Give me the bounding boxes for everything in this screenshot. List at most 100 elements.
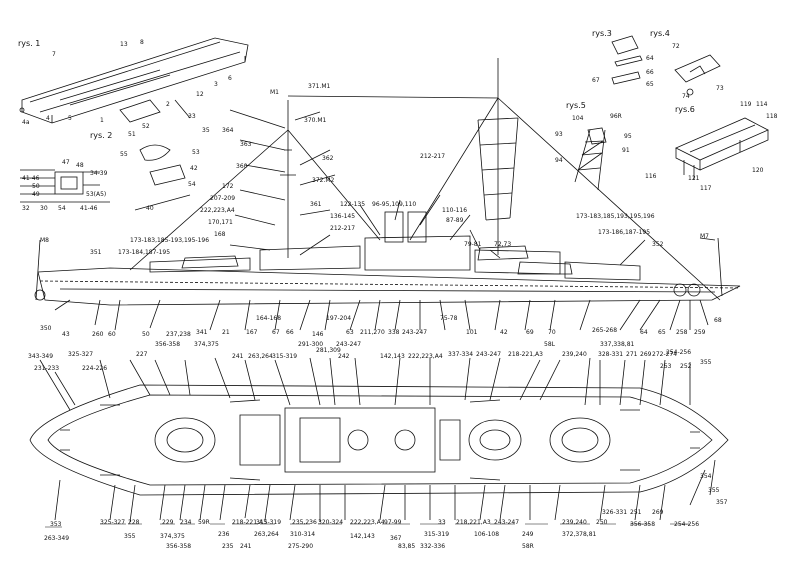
side-view-labels-l222a: 222,223,A4 [200, 207, 235, 214]
captions-rys5: rys.5 [566, 101, 586, 110]
plan-view-labels-bb320: 320-324 [318, 519, 343, 526]
detail-labels-d116: 116 [645, 173, 657, 180]
plan-view-labels-bb353: 353 [50, 521, 62, 528]
side-view-labels-b43: 43 [62, 331, 70, 338]
plan-view-labels-t271: 271 [626, 351, 638, 358]
detail-labels-d42: 42 [190, 165, 198, 172]
detail-labels-d55: 55 [120, 151, 128, 158]
plan-view-labels-t58l: 58L [544, 341, 556, 348]
captions-rys6: rys.6 [675, 105, 695, 114]
plan-view-labels-bb249: 249 [522, 531, 534, 538]
side-view-labels-l212b: 212-217 [330, 225, 355, 232]
plan-view-labels-t254: 254-256 [666, 349, 691, 356]
side-view-labels-l122: 122-135 [340, 201, 365, 208]
side-view-labels-b50: 50 [142, 331, 150, 338]
plan-view-labels-t337: 337-334 [448, 351, 473, 358]
rys5-tower-detail [574, 127, 607, 191]
side-view-labels-l364: 364 [222, 127, 234, 134]
plan-view-labels-t265: 265-268 [592, 327, 617, 334]
detail-labels-d121: 121 [688, 175, 700, 182]
plan-view-labels-bb263: 263-349 [44, 535, 69, 542]
plan-view-labels-t239: 239,240 [562, 351, 587, 358]
plan-view-labels-bb355b: 355 [708, 487, 720, 494]
side-view-labels-l110: 110-116 [442, 207, 467, 214]
plan-view-labels-bb218b: 218,221,A3 [456, 519, 491, 526]
side-view-labels-b75: 75-78 [440, 315, 458, 322]
plan-view-labels-t142: 142,143 [380, 353, 405, 360]
detail-labels-d51: 51 [128, 131, 136, 138]
detail-labels-d52: 52 [142, 123, 150, 130]
side-view-labels-l172: 172 [222, 183, 234, 190]
detail-labels-d4: 4 [46, 115, 50, 122]
side-view-labels-l370: 370.M1 [304, 117, 327, 124]
side-view-labels-b101: 101 [466, 329, 478, 336]
rys4-detail [674, 54, 721, 96]
plan-view-labels-t243b: 243-247 [476, 351, 501, 358]
detail-labels-d50: 50 [32, 183, 40, 190]
plan-view-labels-t243: 243-247 [336, 341, 361, 348]
plan-view-labels-t356: 356-358 [155, 341, 180, 348]
captions-rys2: rys. 2 [90, 131, 112, 140]
plan-view-labels-bb235: 235 [222, 543, 234, 550]
plan-view-labels-t343: 343-349 [28, 353, 53, 360]
detail-labels-d4146: 41-46 [22, 175, 40, 182]
detail-labels-d3: 3 [214, 81, 218, 88]
label-underlines [45, 523, 690, 528]
plan-view-labels-t269: 269 [640, 351, 652, 358]
side-view-labels-l72: 72,73 [494, 241, 511, 248]
side-view-labels-b67: 67 [272, 329, 280, 336]
detail-labels-d65: 65 [646, 81, 654, 88]
side-view-labels-m7: M7 [700, 233, 709, 240]
detail-labels-d35: 35 [202, 127, 210, 134]
plan-view-labels-t281: 281,309 [316, 347, 341, 354]
plan-view-labels-t242: 242 [338, 353, 350, 360]
plan-view-labels-t355: 355 [700, 359, 712, 366]
captions-rys4: rys.4 [650, 29, 670, 38]
plan-view-labels-t325: 325-327 [68, 351, 93, 358]
side-view-labels-l173d: 173-186,187-195 [598, 229, 650, 236]
side-view-labels-l96: 96-95,109,110 [372, 201, 416, 208]
detail-labels-d114: 114 [756, 101, 768, 108]
side-view-labels-l372: 372.M2 [312, 177, 335, 184]
detail-labels-d13: 13 [120, 41, 128, 48]
plan-view-labels-bb356b: 356-358 [630, 521, 655, 528]
plan-view-labels-bb250: 250 [596, 519, 608, 526]
captions-rys1: rys. 1 [18, 39, 40, 48]
plan-view-labels-t241: 241 [232, 353, 244, 360]
plan-view-labels-bb269: 269 [652, 509, 664, 516]
detail-labels-d96r: 96R [610, 113, 622, 120]
captions-rys3: rys.3 [592, 29, 612, 38]
detail-labels-d119: 119 [740, 101, 752, 108]
side-view-labels-m8: M8 [40, 237, 49, 244]
plan-view-labels-bb218: 218-221,A3 [232, 519, 267, 526]
detail-labels-d91: 91 [622, 147, 630, 154]
side-view-labels-l212: 212-217 [420, 153, 445, 160]
side-view-labels-m1: M1 [270, 89, 279, 96]
plan-view-labels-bb235b: 235,236 [292, 519, 317, 526]
side-view-labels-b65: 65 [658, 329, 666, 336]
side-view-labels-l173c: 173-183,185,193,195,196 [576, 213, 655, 220]
plan-view-labels-t374: 374,375 [194, 341, 219, 348]
detail-labels-d3439: 34-39 [90, 170, 108, 177]
side-view-labels-l371: 371.M1 [308, 83, 331, 90]
side-view-labels-l362: 362 [322, 155, 334, 162]
plan-view-labels-bb59r: 59R [198, 519, 210, 526]
plan-view-labels-t263: 263,264 [248, 353, 273, 360]
detail-labels-d54b: 54 [58, 205, 66, 212]
detail-labels-d1: 1 [100, 117, 104, 124]
detail-labels-d117: 117 [700, 185, 712, 192]
plan-view-labels-t315: 315-319 [272, 353, 297, 360]
side-view-labels-b42: 42 [500, 329, 508, 336]
side-view-labels-b338: 338 [388, 329, 400, 336]
plan-view-labels-t253: 253 [660, 363, 672, 370]
plan-view-labels-bb243: 243-247 [494, 519, 519, 526]
side-view-labels-b259: 259 [694, 329, 706, 336]
detail-labels-d93: 93 [555, 131, 563, 138]
side-view-labels-b350: 350 [40, 325, 52, 332]
plan-view-labels-bb355: 355 [124, 533, 136, 540]
plan-view-labels-bb356: 356-358 [166, 543, 191, 550]
detail-labels-d118: 118 [766, 113, 778, 120]
detail-labels-d94: 94 [555, 157, 563, 164]
